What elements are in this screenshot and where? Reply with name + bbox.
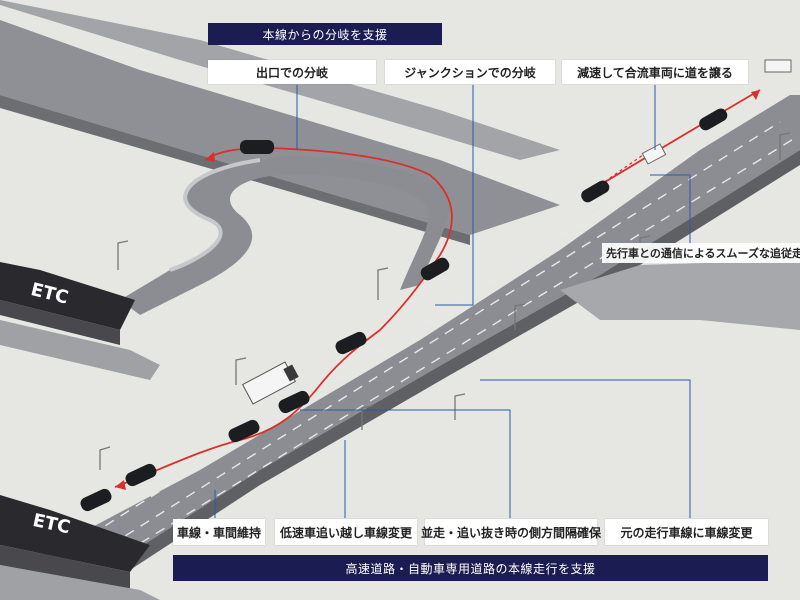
route-main [114, 329, 381, 488]
label-yield-merge: 減速して合流車両に道を譲る [562, 60, 748, 84]
vehicles [80, 108, 728, 512]
lane-mark [94, 121, 781, 556]
route-branch-arrowhead [205, 152, 215, 162]
leader-line-red [599, 149, 651, 186]
car [581, 180, 610, 203]
route-main-arrowhead [115, 480, 126, 490]
leader-follow [650, 174, 691, 245]
top-truck [764, 59, 792, 73]
route-upper-arrowhead [751, 90, 760, 100]
lane-mark [109, 137, 796, 563]
car [278, 390, 310, 414]
junction-ramp [120, 156, 450, 315]
bottom-banner: 高速道路・自動車専用道路の本線走行を支援 [173, 555, 768, 581]
label-exit-branch: 出口での分岐 [208, 60, 376, 84]
truck [241, 361, 299, 405]
car [240, 140, 274, 154]
label-return-lane: 元の走行車線に車線変更 [605, 519, 768, 545]
label-junction-branch: ジャンクションでの分岐 [385, 60, 555, 84]
main-highway [30, 95, 800, 560]
leader-lines [214, 85, 691, 518]
label-slow-overtake: 低速車追い越し車線変更 [275, 519, 417, 545]
top-banner: 本線からの分岐を支援 [208, 23, 442, 45]
junction-ramp-edge [169, 158, 261, 272]
leader-return [480, 379, 691, 518]
small-truck [641, 143, 667, 165]
car [125, 463, 157, 487]
lane-mark [74, 109, 761, 546]
car [335, 331, 367, 355]
leader-junction [435, 85, 474, 306]
label-lane-keep: 車線・車間維持 [173, 519, 265, 545]
route-upper [599, 89, 761, 186]
car [80, 488, 112, 512]
etc-gate-upper: ETC [0, 262, 160, 380]
car [420, 257, 450, 281]
lower-right-deck [560, 260, 800, 330]
car [228, 419, 260, 443]
label-side-gap: 並走・追い抜き時の側方間隔確保 [421, 519, 601, 545]
main-highway-side [120, 150, 800, 570]
etc-gate-lower: ETC [0, 495, 160, 600]
car [699, 108, 728, 131]
callout-follow-driving: 先行車との通信によるスムーズな追従走行 [602, 243, 800, 263]
leader-side-gap [300, 409, 511, 518]
